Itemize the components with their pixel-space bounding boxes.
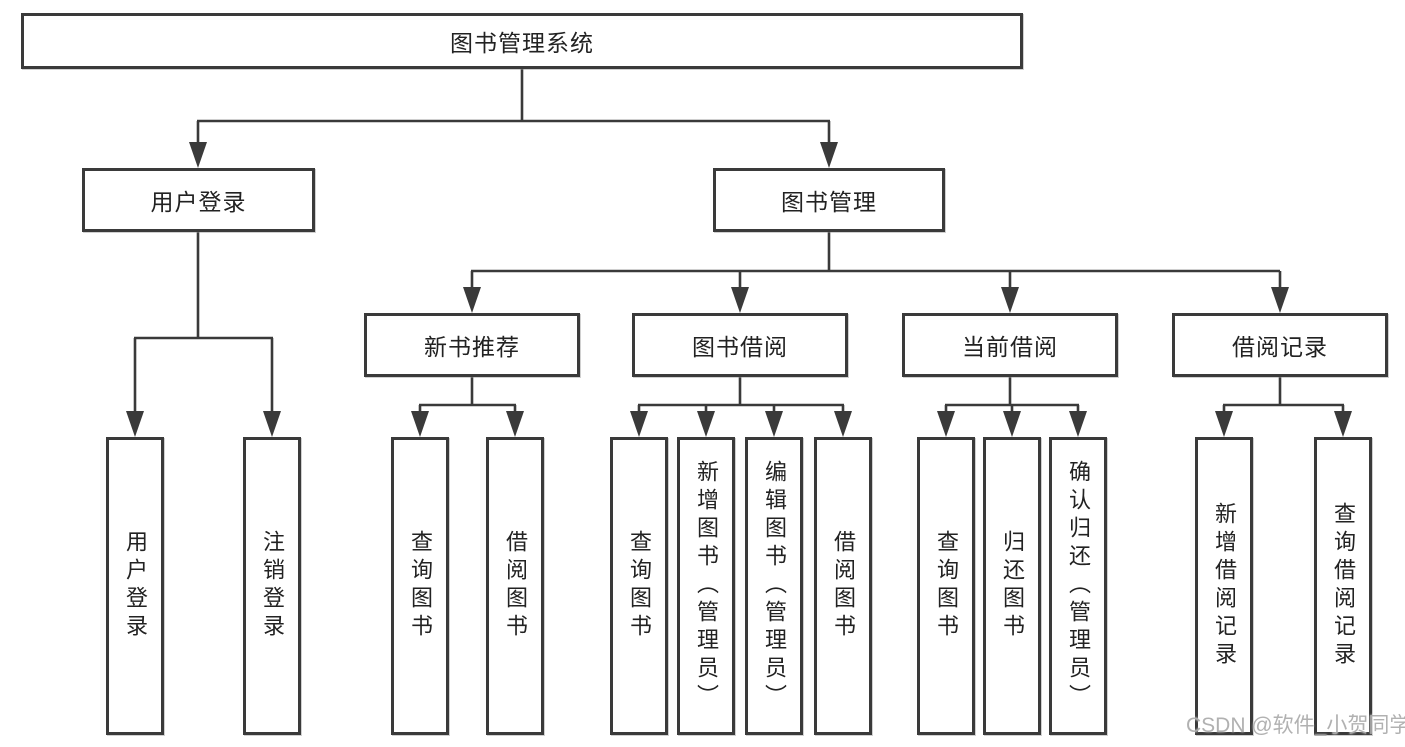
node-library-management-system: 图书管理系统 [21, 13, 1023, 69]
leaf-current-query-books: 查询图书 [917, 437, 975, 735]
arrowhead [1215, 411, 1233, 437]
arrowhead [834, 411, 852, 437]
node-new-book-recommendation: 新书推荐 [364, 313, 580, 377]
arrowhead [1271, 287, 1289, 313]
leaf-records-add-record: 新增借阅记录 [1195, 437, 1253, 735]
arrowhead [1334, 411, 1352, 437]
leaf-current-confirm-return-admin: 确认归还（管理员） [1049, 437, 1107, 735]
leaf-current-return-books: 归还图书 [983, 437, 1041, 735]
connector-records-to-leaves [1222, 377, 1345, 416]
connector-userlogin-to-leaves [133, 232, 274, 416]
arrowhead [1069, 411, 1087, 437]
leaf-recommend-borrow-books: 借阅图书 [486, 437, 544, 735]
arrowhead [697, 411, 715, 437]
leaf-recommend-query-books: 查询图书 [391, 437, 449, 735]
connector-borrow-to-leaves [637, 377, 845, 416]
node-borrowing-records: 借阅记录 [1172, 313, 1388, 377]
node-book-management: 图书管理 [713, 168, 945, 232]
arrowhead [1001, 287, 1019, 313]
node-user-login: 用户登录 [82, 168, 315, 232]
leaf-borrow-borrow-books: 借阅图书 [814, 437, 872, 735]
arrowhead [937, 411, 955, 437]
arrowhead [126, 411, 144, 437]
csdn-watermark: CSDN @软件_小贺同学 [1186, 714, 1405, 737]
arrowhead [1003, 411, 1021, 437]
leaf-logout: 注销登录 [243, 437, 301, 735]
connector-root-to-level2 [196, 69, 831, 148]
arrowhead [630, 411, 648, 437]
node-current-borrowing: 当前借阅 [902, 313, 1118, 377]
arrowhead [189, 142, 207, 168]
leaf-borrow-query-books: 查询图书 [610, 437, 668, 735]
arrowhead [411, 411, 429, 437]
arrowhead [765, 411, 783, 437]
connector-current-to-leaves [944, 377, 1080, 416]
arrowhead [506, 411, 524, 437]
arrowhead [731, 287, 749, 313]
arrowhead [263, 411, 281, 437]
leaf-user-login: 用户登录 [106, 437, 164, 735]
arrowhead [463, 287, 481, 313]
leaf-borrow-edit-books-admin: 编辑图书（管理员） [745, 437, 803, 735]
leaf-records-query-record: 查询借阅记录 [1314, 437, 1372, 735]
arrowheads [126, 142, 1352, 437]
arrowhead [820, 142, 838, 168]
connector-recommend-to-leaves [418, 377, 517, 416]
leaf-borrow-add-books-admin: 新增图书（管理员） [677, 437, 735, 735]
connector-bookmgmt-to-level3 [470, 232, 1282, 292]
node-book-borrowing: 图书借阅 [632, 313, 848, 377]
